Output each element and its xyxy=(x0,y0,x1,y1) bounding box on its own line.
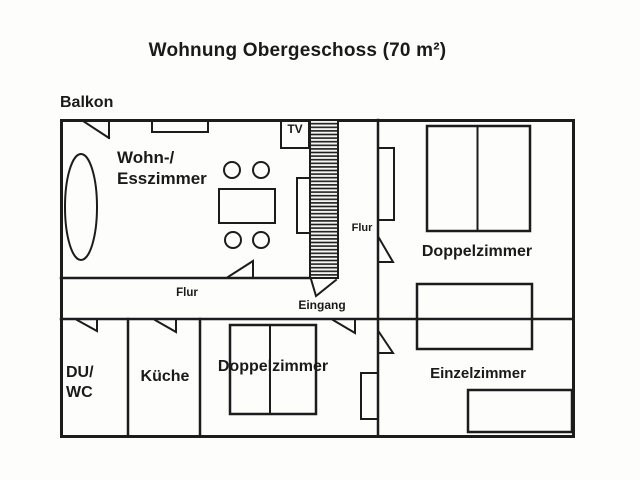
hall-lower-label: Flur xyxy=(176,287,198,299)
wardrobe-lower xyxy=(360,372,379,420)
chair xyxy=(252,231,270,249)
shower-wc-label-line2: WC xyxy=(66,384,93,401)
balcony-label: Balkon xyxy=(60,94,114,111)
window-sill xyxy=(151,119,209,133)
double-bed-bottom xyxy=(228,323,318,416)
staircase-hatch xyxy=(309,119,339,279)
bath-door-swing xyxy=(75,318,98,333)
kitchen-label: Küche xyxy=(140,368,190,385)
dining-table xyxy=(218,188,276,224)
shower-wc-label-line1: DU/ xyxy=(66,364,94,381)
wardrobe-mid xyxy=(415,282,534,351)
single-door-swing xyxy=(377,330,395,354)
double-room-top-label: Doppelzimmer xyxy=(421,243,533,260)
entrance-door-swing xyxy=(309,277,338,298)
single-room-label: Einzelzimmer xyxy=(430,365,526,382)
chair xyxy=(252,161,270,179)
chair xyxy=(224,231,242,249)
single-bed xyxy=(466,388,574,434)
living-door-swing xyxy=(226,259,254,279)
hall-upper-label: Flur xyxy=(351,222,373,234)
entrance-label: Eingang xyxy=(298,298,346,312)
living-room-label-line2: Esszimmer xyxy=(117,169,207,188)
double-room-bottom-label: Doppelzimmer xyxy=(217,358,329,375)
chair xyxy=(223,161,241,179)
tv-label: TV xyxy=(287,122,303,136)
double-top-door-swing xyxy=(377,236,395,263)
balcony-door-swing xyxy=(81,119,111,140)
living-room-label-line1: Wohn-/ xyxy=(117,148,175,167)
double-bottom-door-swing xyxy=(331,318,356,335)
wardrobe-upper xyxy=(377,147,395,221)
kitchen-door-swing xyxy=(153,318,177,334)
tv-stand xyxy=(280,119,310,149)
page-title: Wohnung Obergeschoss (70 m²) xyxy=(148,40,447,61)
sideboard xyxy=(296,177,311,234)
oval-furniture xyxy=(64,153,98,261)
